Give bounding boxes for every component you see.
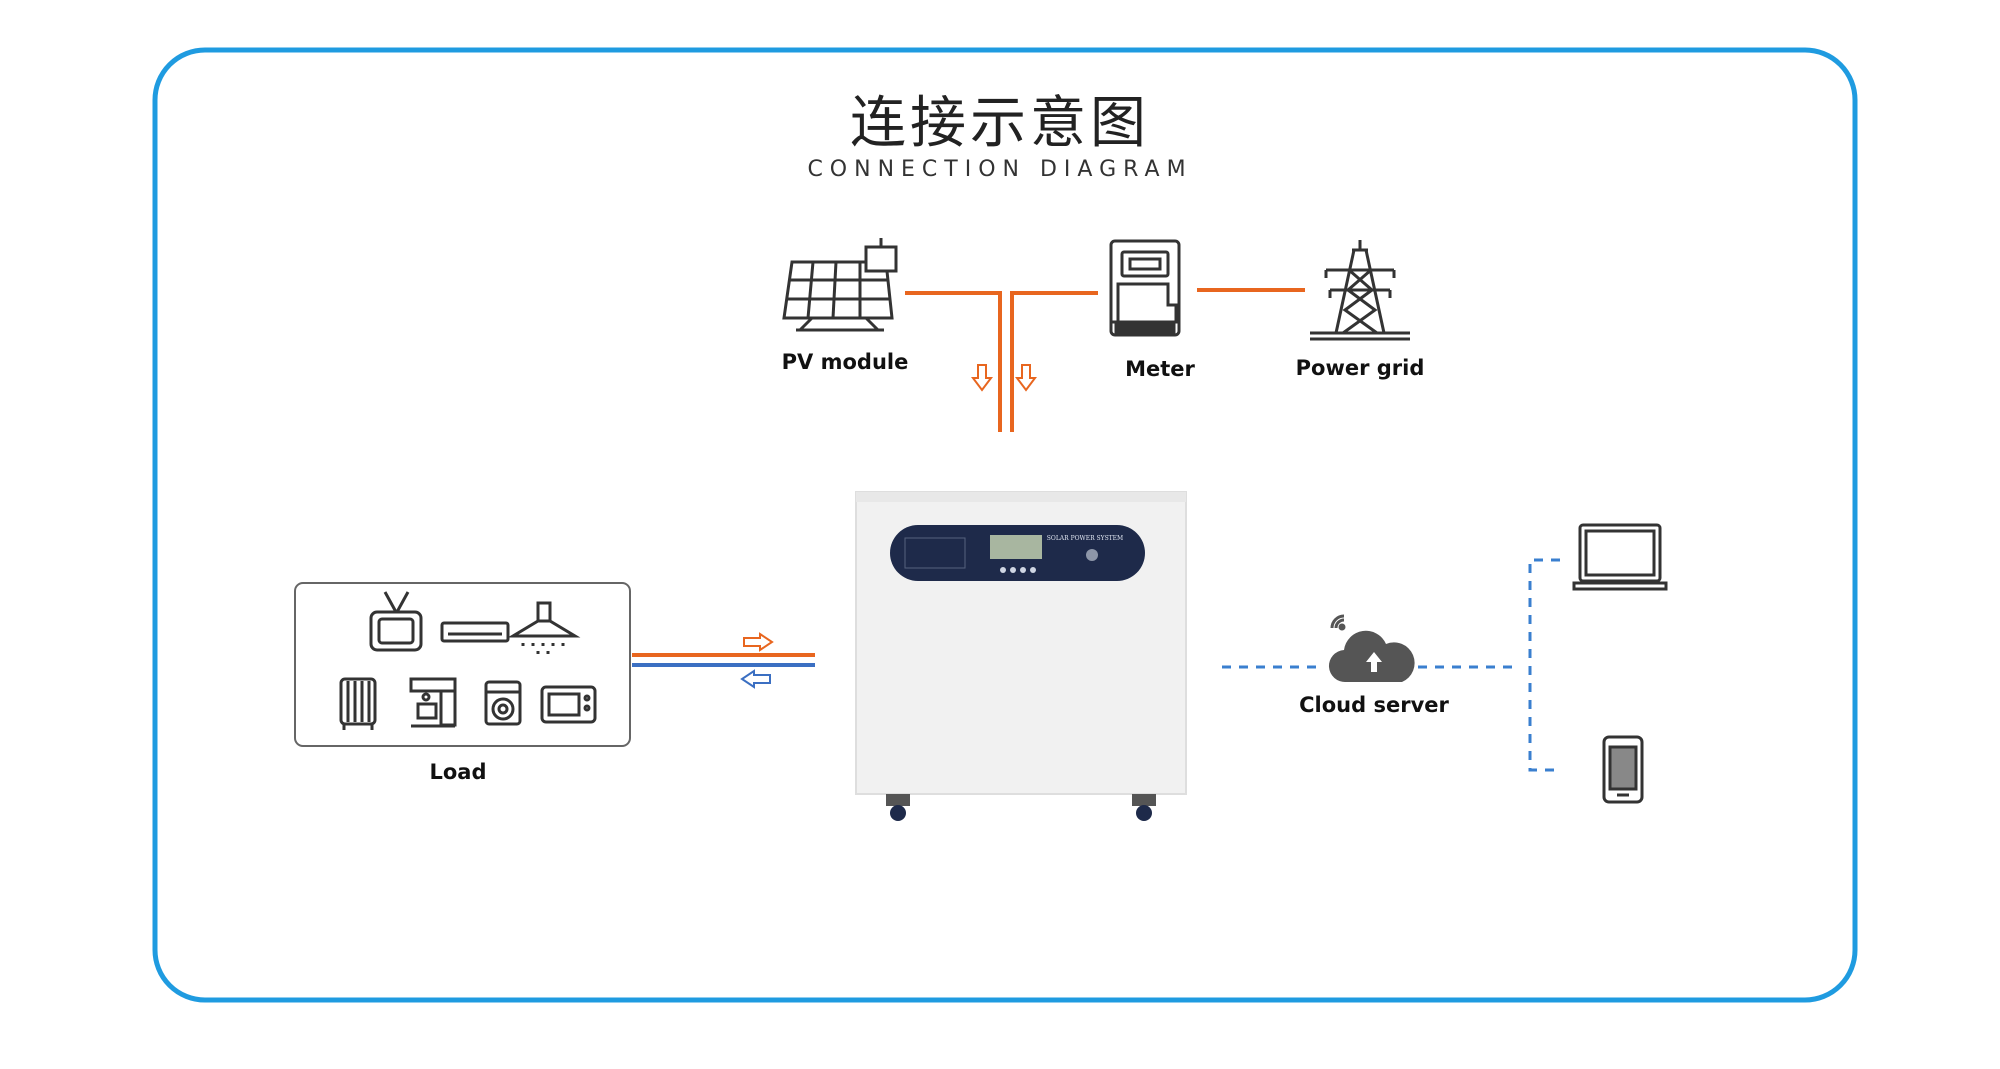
meter-label: Meter	[1125, 357, 1195, 381]
diagram-frame	[152, 47, 1858, 1003]
title-english: CONNECTION DIAGRAM	[807, 157, 1193, 182]
data-lines	[1222, 558, 1560, 772]
panel-brand-text: SOLAR POWER SYSTEM	[1047, 535, 1123, 542]
load-box	[294, 582, 631, 747]
left-arrow-icon	[740, 669, 771, 689]
wheel-icon	[1132, 794, 1156, 821]
microwave-icon	[540, 685, 597, 724]
pv-line	[905, 291, 1002, 432]
meter-line	[1010, 291, 1098, 432]
heater-icon	[339, 677, 377, 730]
smartphone-icon	[1602, 735, 1644, 804]
wifi-icon	[1330, 614, 1346, 631]
title-chinese: 连接示意图	[850, 91, 1150, 156]
down-arrow-icon	[971, 364, 993, 392]
power-tower-icon	[1310, 240, 1410, 341]
washing-machine-icon	[484, 680, 522, 726]
wheel-icon	[886, 794, 910, 821]
solar-panel-icon	[782, 238, 898, 332]
load-label: Load	[429, 760, 487, 784]
solar-power-system-unit: SOLAR POWER SYSTEM	[855, 491, 1187, 821]
power-grid-label: Power grid	[1295, 356, 1425, 380]
lcd-screen	[990, 535, 1042, 559]
down-arrow-icon	[1015, 364, 1037, 392]
coffee-machine-icon	[409, 677, 457, 728]
pv-module-label: PV module	[781, 350, 909, 374]
cloud-server-label: Cloud server	[1299, 693, 1449, 717]
range-hood-icon	[507, 601, 581, 654]
power-lines	[905, 288, 1305, 432]
right-arrow-icon	[743, 632, 774, 652]
tv-icon	[369, 591, 423, 652]
meter-icon	[1109, 239, 1181, 337]
load-lines	[632, 653, 815, 667]
cloud-upload-icon	[1328, 630, 1415, 683]
laptop-icon	[1572, 523, 1668, 591]
ac-unit-icon	[440, 621, 510, 643]
